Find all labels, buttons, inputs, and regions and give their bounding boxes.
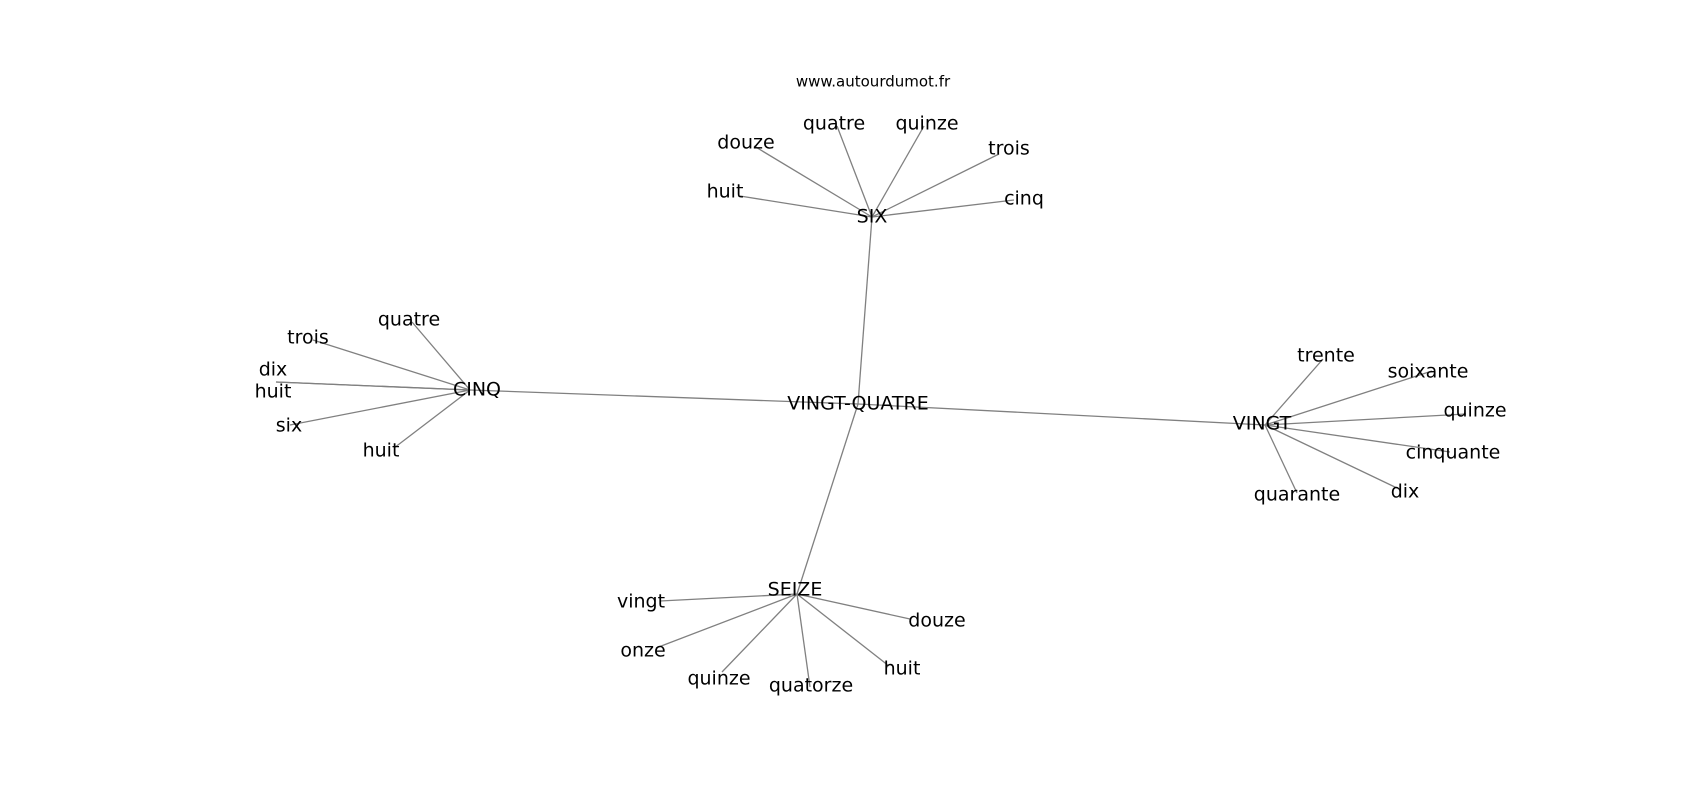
source-credit[interactable]: www.autourdumot.fr [796, 73, 951, 91]
leaf-node-cinq-huit-b[interactable]: huit [363, 440, 400, 462]
hub-node-seize[interactable]: SEIZE [768, 579, 823, 601]
leaf-node-cinq-dix[interactable]: dix [259, 359, 288, 381]
edge-vingt-trente [1264, 358, 1324, 426]
hub-node-cinq[interactable]: CINQ [453, 379, 501, 401]
leaf-node-six-quatre[interactable]: quatre [803, 113, 865, 135]
edge-vingt-quarante [1264, 424, 1298, 494]
edge-six-quinze [871, 125, 925, 218]
edge-cinq-quatre [411, 321, 471, 391]
leaf-node-seize-vingt[interactable]: vingt [617, 591, 665, 613]
leaf-node-vingt-soixante[interactable]: soixante [1388, 361, 1469, 383]
leaf-node-seize-huit[interactable]: huit [884, 658, 921, 680]
leaf-node-six-cinq[interactable]: cinq [1004, 188, 1044, 210]
edge-root-vingt [857, 403, 1266, 426]
hub-node-vingt[interactable]: VINGT [1233, 413, 1292, 435]
leaf-node-vingt-dix[interactable]: dix [1391, 481, 1420, 503]
edge-root-seize [796, 403, 859, 595]
edge-seize-douze [796, 593, 911, 620]
leaf-node-seize-onze[interactable]: onze [620, 640, 665, 662]
edge-cinq-six [289, 389, 471, 426]
leaf-node-six-huit[interactable]: huit [707, 181, 744, 203]
leaf-node-seize-douze[interactable]: douze [908, 610, 965, 632]
hub-node-six[interactable]: SIX [857, 206, 888, 228]
root-node[interactable]: VINGT-QUATRE [787, 393, 928, 415]
edge-six-huit [739, 195, 873, 218]
leaf-node-vingt-cinquante[interactable]: cinquante [1406, 442, 1501, 464]
edge-root-cinq [469, 389, 859, 405]
leaf-node-cinq-quatre[interactable]: quatre [378, 309, 440, 331]
leaf-node-vingt-quarante[interactable]: quarante [1254, 484, 1340, 506]
edge-seize-vingt [659, 593, 798, 602]
leaf-node-six-douze[interactable]: douze [717, 132, 774, 154]
edge-seize-quatorze [796, 593, 811, 688]
leaf-node-six-trois[interactable]: trois [988, 138, 1030, 160]
leaf-node-seize-quinze[interactable]: quinze [687, 668, 750, 690]
edge-cinq-huit-b [393, 389, 471, 449]
edge-cinq-huit-a [275, 381, 471, 391]
leaf-node-vingt-trente[interactable]: trente [1297, 345, 1355, 367]
leaf-node-six-quinze[interactable]: quinze [895, 113, 958, 135]
leaf-node-seize-quatorze[interactable]: quatorze [769, 675, 853, 697]
edge-vingt-dix [1264, 424, 1400, 490]
leaf-node-vingt-quinze[interactable]: quinze [1443, 400, 1506, 422]
edge-six-douze [753, 145, 873, 218]
edge-root-six [857, 216, 873, 405]
edge-seize-onze [655, 593, 798, 649]
edge-seize-huit [796, 593, 890, 667]
graph-labels: www.autourdumot.fr huit douze quatre quinze… [255, 73, 1507, 697]
leaf-node-cinq-huit-a[interactable]: huit [255, 381, 292, 403]
edge-cinq-trois [312, 339, 471, 391]
edge-six-quatre [836, 125, 873, 218]
edge-vingt-cinquante [1264, 424, 1451, 453]
edge-six-trois [871, 153, 1000, 218]
leaf-node-cinq-six[interactable]: six [276, 415, 302, 437]
edge-vingt-soixante [1264, 370, 1433, 426]
edge-six-cinq [871, 199, 1015, 218]
leaf-node-cinq-trois[interactable]: trois [287, 327, 329, 349]
graph-edges [275, 125, 1467, 688]
edge-seize-quinze [721, 593, 798, 673]
edge-vingt-quinze [1264, 413, 1467, 426]
